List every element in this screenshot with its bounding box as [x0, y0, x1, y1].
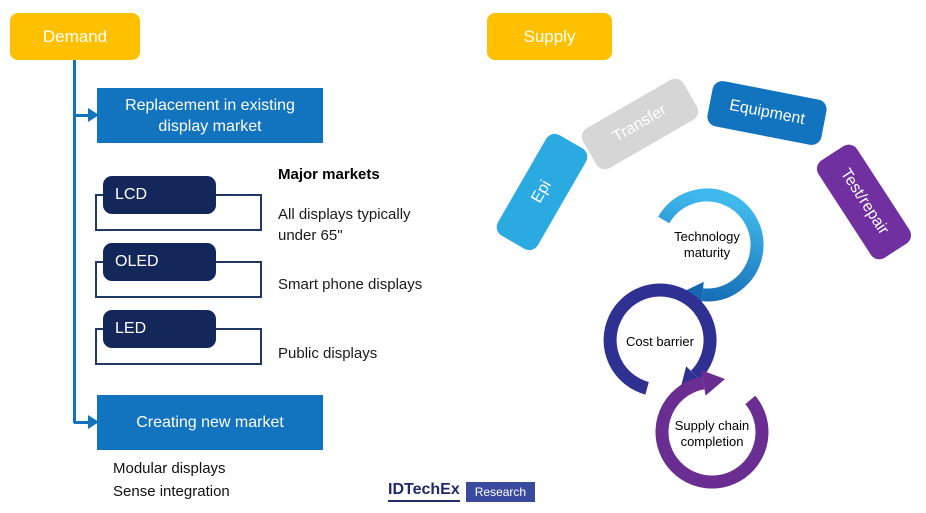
oled-market-note: Smart phone displays: [278, 276, 423, 293]
footnote-line-1: Modular displays: [113, 460, 226, 477]
creating-new-market-box: Creating new market: [97, 395, 323, 450]
lcd-pill: LCD: [103, 176, 216, 214]
technology-maturity-label: Technology maturity: [674, 229, 740, 260]
epi-pill: Epi: [493, 130, 591, 254]
connector-to-creating: [74, 421, 89, 424]
supply-chain-completion-label: Supply chain completion: [674, 418, 750, 449]
arrowhead-creating-icon: [88, 415, 99, 429]
footnote-line-2: Sense integration: [113, 483, 230, 500]
oled-pill: OLED: [103, 243, 216, 281]
lcd-market-note: All displays typically under 65": [278, 206, 411, 244]
test-repair-pill: Test/repair: [813, 140, 915, 264]
cost-barrier-label: Cost barrier: [626, 334, 694, 349]
new-market-footnote: Modular displays Sense integration: [113, 457, 230, 503]
transfer-pill: Transfer: [578, 75, 702, 173]
idtechex-wordmark: IDTechEx: [388, 481, 460, 502]
demand-connector-line: [73, 60, 76, 423]
demand-tag: Demand: [10, 13, 140, 60]
connector-to-replacement: [74, 114, 89, 117]
idtechex-research-badge: Research: [465, 481, 536, 502]
arrowhead-replacement-icon: [88, 108, 99, 122]
equipment-pill: Equipment: [705, 79, 829, 147]
major-markets-heading: Major markets: [278, 166, 380, 183]
led-market-note: Public displays: [278, 345, 378, 362]
replacement-market-box: Replacement in existing display market: [97, 88, 323, 143]
supply-tag: Supply: [487, 13, 612, 60]
idtechex-logo: IDTechEx Research: [388, 481, 536, 502]
led-pill: LED: [103, 310, 216, 348]
